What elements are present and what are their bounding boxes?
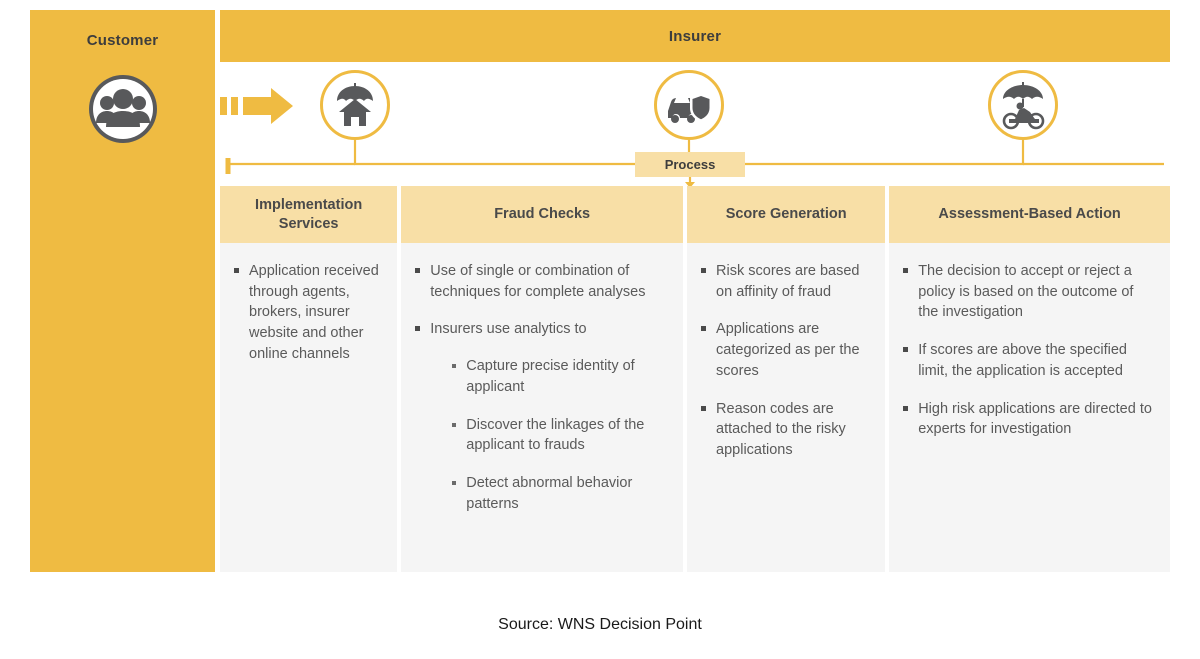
car-with-shield-icon bbox=[654, 70, 724, 140]
bullet-list: Use of single or combination of techniqu… bbox=[413, 261, 669, 515]
process-label-chip: Process bbox=[635, 152, 745, 177]
sub-list-item: Capture precise identity of applicant bbox=[452, 356, 669, 397]
bullet-text: Application received through agents, bro… bbox=[249, 263, 379, 362]
insurer-header-band: Insurer bbox=[220, 10, 1170, 62]
insurer-icon-row bbox=[220, 62, 1170, 150]
sub-bullet-text: Detect abnormal behavior patterns bbox=[466, 475, 633, 512]
column-score-generation: Score Generation Risk scores are based o… bbox=[687, 186, 886, 572]
bullet-text: Use of single or combination of techniqu… bbox=[430, 263, 646, 300]
customer-panel: Customer bbox=[30, 10, 215, 572]
bullet-list: Application received through agents, bro… bbox=[232, 261, 383, 365]
column-header: Fraud Checks bbox=[401, 186, 684, 243]
list-item: Application received through agents, bro… bbox=[232, 261, 383, 365]
sub-list-item: Discover the linkages of the applicant t… bbox=[452, 415, 669, 456]
column-implementation-services: Implementation Services Application rece… bbox=[220, 186, 398, 572]
motorcycle-with-umbrella-icon bbox=[988, 70, 1058, 140]
bullet-text: Insurers use analytics to bbox=[430, 321, 587, 338]
column-header: Assessment-Based Action bbox=[889, 186, 1170, 243]
bullet-text: If scores are above the specified limit,… bbox=[918, 342, 1127, 379]
list-item: Use of single or combination of techniqu… bbox=[413, 261, 669, 302]
sub-bullet-text: Discover the linkages of the applicant t… bbox=[466, 416, 645, 454]
list-item: Risk scores are based on affinity of fra… bbox=[699, 261, 871, 302]
list-item: Insurers use analytics to Capture precis… bbox=[413, 319, 669, 514]
process-columns: Implementation Services Application rece… bbox=[220, 186, 1170, 572]
column-header: Score Generation bbox=[687, 186, 886, 243]
customer-title: Customer bbox=[86, 32, 159, 49]
column-body: Application received through agents, bro… bbox=[220, 243, 397, 572]
list-item: The decision to accept or reject a polic… bbox=[901, 261, 1156, 323]
group-of-people-icon bbox=[87, 73, 159, 145]
sub-list-item: Detect abnormal behavior patterns bbox=[452, 473, 669, 514]
bullet-text: Risk scores are based on affinity of fra… bbox=[716, 263, 860, 300]
bullet-list: The decision to accept or reject a polic… bbox=[901, 261, 1156, 440]
bullet-list: Risk scores are based on affinity of fra… bbox=[699, 261, 871, 461]
column-body: Risk scores are based on affinity of fra… bbox=[687, 243, 885, 572]
bullet-text: The decision to accept or reject a polic… bbox=[918, 263, 1134, 321]
bullet-text: Applications are categorized as per the … bbox=[716, 321, 860, 379]
sub-bullet-list: Capture precise identity of applicant Di… bbox=[430, 356, 669, 514]
bullet-text: Reason codes are attached to the risky a… bbox=[716, 400, 846, 459]
column-body: The decision to accept or reject a polic… bbox=[889, 243, 1170, 572]
column-body: Use of single or combination of techniqu… bbox=[401, 243, 683, 572]
house-with-umbrella-icon bbox=[320, 70, 390, 140]
insurer-title: Insurer bbox=[668, 27, 722, 45]
column-fraud-checks: Fraud Checks Use of single or combinatio… bbox=[401, 186, 684, 572]
list-item: If scores are above the specified limit,… bbox=[901, 340, 1156, 381]
list-item: High risk applications are directed to e… bbox=[901, 399, 1156, 440]
column-assessment-based-action: Assessment-Based Action The decision to … bbox=[889, 186, 1170, 572]
column-header: Implementation Services bbox=[220, 186, 398, 243]
bullet-text: High risk applications are directed to e… bbox=[918, 400, 1152, 438]
sub-bullet-text: Capture precise identity of applicant bbox=[466, 358, 635, 395]
process-connectors: Process bbox=[220, 140, 1170, 188]
list-item: Reason codes are attached to the risky a… bbox=[699, 399, 871, 461]
source-caption: Source: WNS Decision Point bbox=[498, 616, 702, 633]
right-arrow-icon bbox=[220, 88, 312, 124]
list-item: Applications are categorized as per the … bbox=[699, 319, 871, 381]
